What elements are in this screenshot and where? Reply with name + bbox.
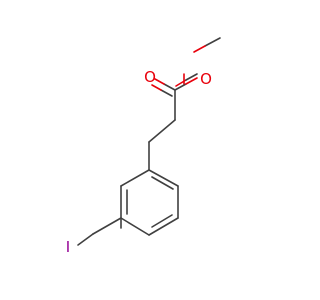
molecule-diagram: O O I [66,37,221,256]
bond-ester-o-c-red [175,79,187,87]
bond-c-oester-red [185,77,198,85]
carbonyl-oxygen-label: O [144,68,156,86]
ring-bond-4 [120,217,150,236]
bond-c2-c3 [148,119,176,143]
ring-bond-6 [120,169,150,187]
bond-ch2-i [77,233,94,246]
bond-carbonyl-1-red [154,78,165,85]
ring-bond-3 [148,217,179,236]
bond-carbonyl-2 [160,89,173,97]
ring-bond-1 [148,169,179,187]
iodine-label: I [66,238,70,256]
bond-c-oester [174,83,187,91]
bond-ester-o-c [185,73,198,81]
bond-methyl-o [204,37,221,47]
ester-oxygen-label: O [200,70,212,88]
bond-carbonyl-2-red [151,84,162,91]
ring-inner-1 [151,176,174,190]
ring-inner-2 [151,214,173,228]
bond-carbonyl-1 [163,83,176,91]
bond-o-methyl-red [193,45,206,53]
bond-ring-ch2b [92,217,122,235]
structure-svg: O O I [66,37,221,256]
